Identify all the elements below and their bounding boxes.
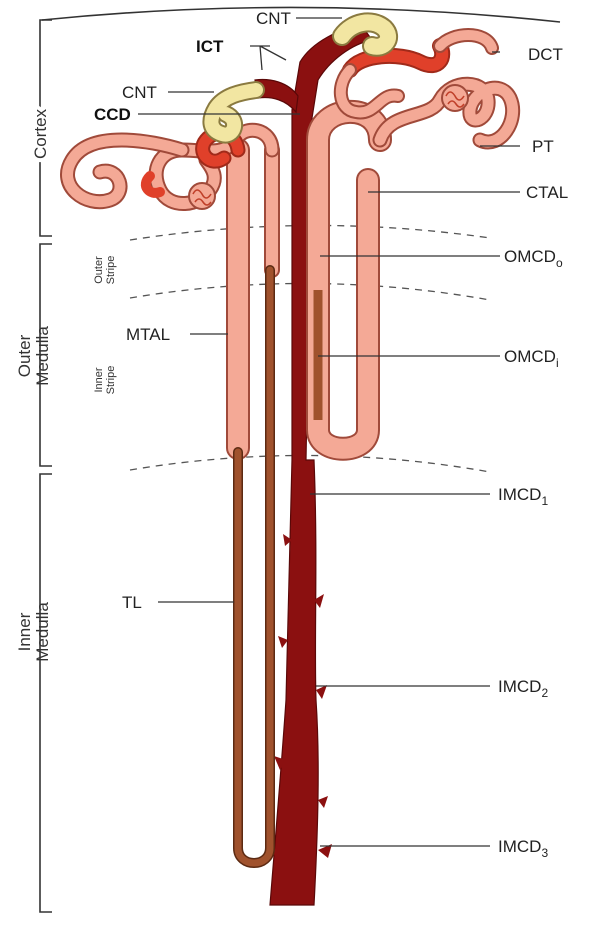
label-cnt-top: CNT [256,9,291,28]
right-nephron [318,22,513,448]
label-dct: DCT [528,45,563,64]
label-mtal: MTAL [126,325,170,344]
zone-inner-stripe-2: Stripe [105,366,117,395]
capsule-arc [42,7,560,22]
label-imcd1: IMCD1 [498,485,548,508]
zone-inner-stripe-1: Inner [93,367,105,392]
left-nephron [68,90,272,863]
label-tl: TL [122,593,142,612]
label-ctal: CTAL [526,183,568,202]
zone-outer-stripe-2: Stripe [105,256,117,285]
label-pt: PT [532,137,554,156]
label-omcd-o: OMCDo [504,247,563,270]
zone-outer-medulla-2: Medulla [33,326,52,386]
zone-outer-stripe-1: Outer [93,256,105,284]
zone-cortex-text: Cortex [31,108,50,159]
label-omcd-i: OMCDi [504,347,559,370]
label-ict: ICT [196,37,224,56]
zone-inner-medulla-2: Medulla [33,602,52,662]
label-cnt-left: CNT [122,83,157,102]
label-ccd: CCD [94,105,131,124]
zone-inner-medulla-1-text: Inner [15,612,34,651]
label-imcd2: IMCD2 [498,677,548,700]
zone-outer-medulla-1: Outer [15,334,34,377]
label-imcd3: IMCD3 [498,837,548,860]
